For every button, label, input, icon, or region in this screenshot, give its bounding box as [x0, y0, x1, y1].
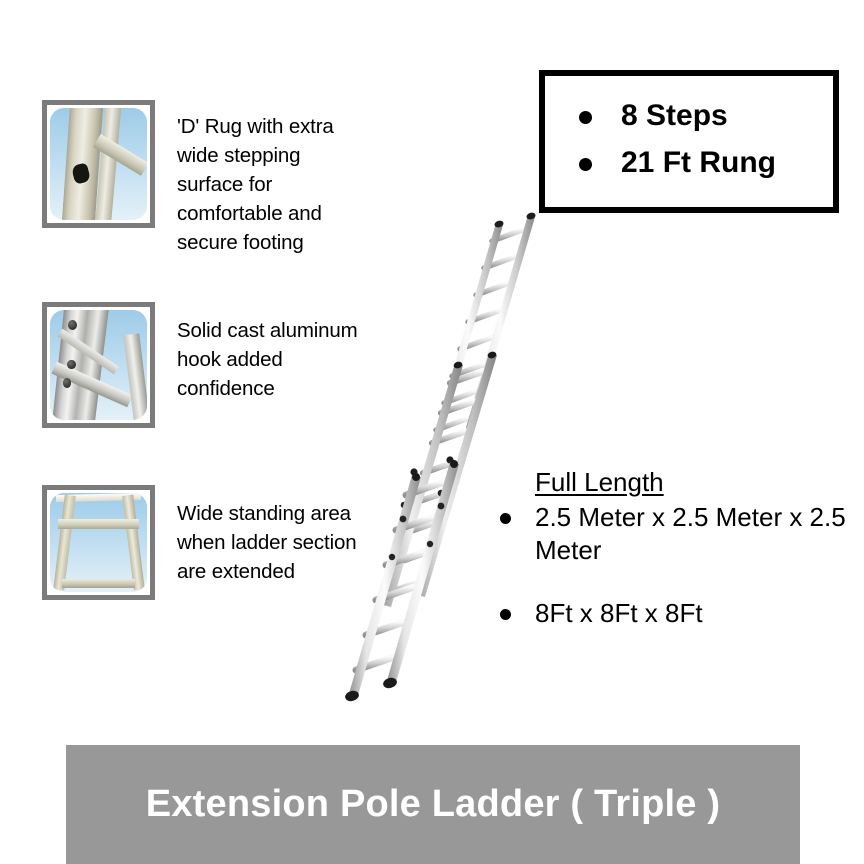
spec-item-rung: 21 Ft Rung [571, 139, 833, 186]
standing-area-bottom-rung-shape [61, 579, 136, 589]
full-length-item-feet: 8Ft x 8Ft x 8Ft [490, 597, 860, 630]
hook-bolt-shape [68, 319, 78, 330]
feature-3-text: Wide standing area when ladder section a… [177, 502, 357, 583]
feature-3-thumbnail [42, 485, 155, 600]
full-length-item-meters: 2.5 Meter x 2.5 Meter x 2.5 Meter [490, 501, 860, 567]
feature-block-2: Solid cast aluminum hook added confidenc… [42, 302, 372, 428]
aluminum-triple-extension-ladder-photo [345, 212, 536, 702]
full-length-list: 2.5 Meter x 2.5 Meter x 2.5 Meter 8Ft x … [490, 501, 860, 630]
feature-1-text: 'D' Rug with extra wide stepping surface… [177, 115, 334, 254]
full-length-title: Full Length [535, 467, 664, 497]
standing-area-top-rung-shape [57, 518, 140, 529]
full-length-block: Full Length 2.5 Meter x 2.5 Meter x 2.5 … [490, 466, 860, 660]
product-title: Extension Pole Ladder ( Triple ) [145, 783, 721, 825]
product-title-banner: Extension Pole Ladder ( Triple ) [66, 745, 800, 864]
feature-2-text: Solid cast aluminum hook added confidenc… [177, 319, 358, 400]
hook-bolt-shape [62, 378, 72, 389]
spec-list: 8 Steps 21 Ft Rung [545, 76, 833, 186]
wide-standing-area-photo [50, 493, 147, 592]
ladder-section-bottom [345, 460, 459, 702]
spec-item-steps: 8 Steps [571, 92, 833, 139]
feature-block-1: 'D' Rug with extra wide stepping surface… [42, 100, 372, 257]
feature-block-3: Wide standing area when ladder section a… [42, 485, 372, 600]
hook-bolt-shape [67, 359, 77, 370]
feature-2-thumbnail [42, 302, 155, 428]
feature-1-thumbnail [42, 100, 155, 228]
standing-area-left-rail-shape [52, 494, 76, 591]
spec-box: 8 Steps 21 Ft Rung [539, 70, 839, 213]
cast-aluminum-hook-photo [50, 310, 147, 420]
ladder-section-middle [383, 351, 497, 607]
d-rung-close-up-photo [50, 108, 147, 220]
standing-area-right-rail-shape [121, 494, 145, 591]
